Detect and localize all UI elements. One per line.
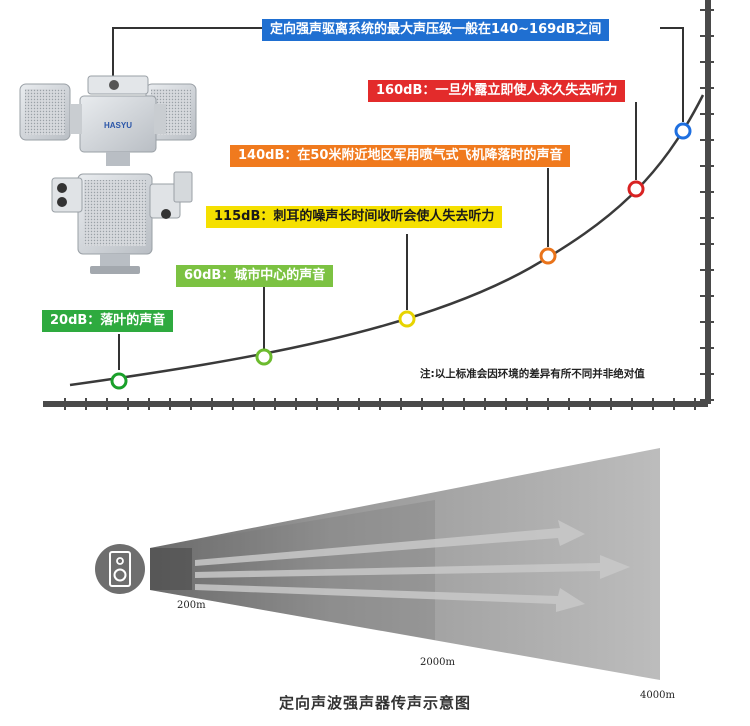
near-zone — [150, 548, 192, 590]
axes — [43, 0, 714, 410]
level-points — [110, 122, 692, 390]
distance-4000m: 4000m — [640, 690, 675, 701]
sound-beam-cone — [150, 448, 660, 680]
device-logo: HASYU — [104, 121, 132, 130]
distance-2000m: 2000m — [420, 657, 455, 668]
level-point-160db — [627, 180, 645, 198]
level-point-20db — [110, 372, 128, 390]
propagation-arrows — [195, 520, 630, 612]
sound-level-curve — [69, 94, 705, 387]
label-160db: 160dB：一旦外露立即使人永久失去听力 — [368, 80, 626, 102]
level-point-140db — [539, 247, 557, 265]
label-115db: 115dB：刺耳的噪声长时间收听会使人失去听力 — [206, 206, 503, 228]
distance-200m: 200m — [177, 600, 206, 611]
arrow-upper — [195, 520, 585, 566]
y-axis-ticks — [700, 9, 714, 401]
x-axis-ticks — [64, 398, 696, 410]
sound-level-chart — [43, 0, 714, 410]
lrad-device-icon: HASYU — [19, 75, 197, 274]
arrow-lower — [195, 584, 585, 612]
label-60db: 60dB：城市中心的声音 — [176, 265, 334, 287]
disclaimer-note: 注:以上标准会因环境的差异有所不同并非绝对值 — [420, 368, 645, 380]
device-image: HASYU — [18, 68, 218, 278]
level-point-169db — [674, 122, 692, 140]
level-point-115db — [398, 310, 416, 328]
label-140db: 140dB：在50米附近地区军用喷气式飞机降落时的声音 — [230, 145, 571, 167]
max-level-label: 定向强声驱离系统的最大声压级一般在140~169dB之间 — [262, 19, 610, 41]
speaker-icon — [95, 544, 145, 594]
leader-lines — [112, 27, 684, 370]
diagram-caption: 定向声波强声器传声示意图 — [278, 694, 471, 712]
level-point-60db — [255, 348, 273, 366]
label-20db: 20dB：落叶的声音 — [42, 310, 174, 332]
arrow-middle — [195, 555, 630, 579]
